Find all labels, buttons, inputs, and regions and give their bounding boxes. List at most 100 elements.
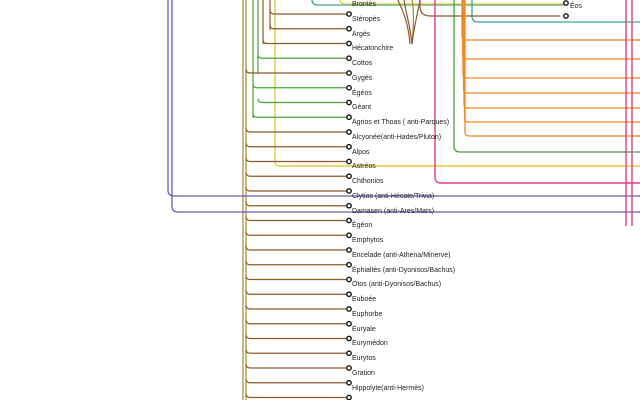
person-node — [346, 25, 352, 32]
name-label: Chthonios — [352, 178, 384, 185]
name-label: Stéropès — [352, 15, 381, 23]
connector-line — [245, 172, 349, 177]
connector-line — [245, 157, 349, 163]
connector-line — [245, 304, 349, 310]
person-node — [346, 114, 352, 121]
person-node — [346, 365, 352, 371]
connector-line — [252, 113, 349, 118]
person-node — [346, 261, 352, 268]
eos-label: Éos — [570, 3, 583, 10]
branch-line-yellow — [339, 0, 566, 5]
branch-line-orange — [464, 0, 640, 137]
branch-line-orange — [462, 0, 640, 79]
branch-line-teal — [311, 0, 566, 6]
branch-line-purple — [171, 0, 640, 213]
name-label: Astréos — [352, 163, 376, 171]
branch-line-yellow — [274, 0, 640, 167]
connector-line — [245, 186, 349, 192]
name-label: Eurytos — [352, 355, 376, 362]
name-label: Clytios (anti-Hécate/Trivia) — [352, 192, 435, 200]
name-label: Gygès — [352, 74, 373, 82]
name-label: Agrios et Thoas ( anti-Parques) — [352, 119, 450, 126]
connector-line — [245, 393, 349, 399]
name-label: Damasen (anti-Ares/Mars) — [352, 207, 435, 215]
connector-line — [245, 290, 349, 295]
connector-line — [269, 9, 349, 15]
name-label: Euphorbe — [352, 310, 383, 318]
connector-line — [403, 0, 413, 45]
name-label: Éphialtès (anti-Dyonisos/Bachus) — [352, 266, 456, 274]
person-node — [346, 394, 352, 400]
connector-line — [245, 275, 349, 281]
connector-line — [257, 98, 349, 104]
name-label: Emphytos — [352, 237, 384, 244]
name-label: Otos (anti-Dyonisos/Bachus) — [352, 281, 442, 289]
branch-line-orange — [461, 0, 640, 41]
connector-line — [245, 334, 349, 340]
name-label: Hécatonchire — [352, 45, 394, 53]
person-node — [346, 40, 352, 47]
name-label: Égéos — [352, 89, 372, 97]
person-node — [346, 217, 352, 224]
connector-line — [245, 319, 349, 325]
connector-line — [257, 54, 349, 59]
person-node — [346, 55, 352, 62]
person-node — [346, 335, 352, 342]
name-label: Alpos — [352, 148, 370, 156]
person-node — [346, 291, 352, 298]
branch-line-magenta — [434, 0, 640, 184]
name-label: Encelade (anti-Athena/Minerve) — [352, 251, 451, 259]
connector-line — [397, 0, 411, 45]
person-node — [346, 320, 352, 327]
person-node — [346, 70, 352, 76]
name-label: Argès — [352, 30, 371, 38]
branch-line-green — [453, 0, 640, 153]
person-node — [346, 306, 352, 312]
name-label: Eurymédon — [352, 340, 388, 348]
person-node — [346, 276, 352, 283]
person-node — [346, 129, 352, 135]
name-label: Gration — [352, 369, 375, 377]
branch-line-teal — [471, 0, 640, 23]
person-node — [346, 173, 352, 180]
name-label: Hippolyte(anti-Hermès) — [352, 384, 424, 392]
name-label: Brontès — [352, 1, 377, 8]
connector-line — [245, 349, 349, 354]
person-node — [346, 143, 352, 150]
person-node — [346, 11, 352, 17]
person-node — [346, 188, 352, 194]
connector-line — [245, 231, 349, 236]
branch-line-orange — [463, 0, 640, 123]
branch-line-orange — [461, 0, 640, 60]
connector-line — [419, 5, 560, 17]
connector-line — [245, 245, 349, 251]
name-label: Égéon — [352, 222, 373, 230]
person-node — [563, 0, 569, 6]
connector-line — [245, 216, 349, 222]
connector-line — [262, 39, 349, 45]
connector-line — [252, 83, 349, 89]
connector-line — [245, 142, 349, 148]
connector-line — [245, 363, 349, 369]
person-node — [346, 158, 352, 165]
person-node — [563, 13, 569, 19]
connector-line — [269, 24, 349, 30]
name-label: Alcyonée(anti-Hades/Pluton) — [352, 133, 442, 141]
connector-line — [245, 260, 349, 266]
connector-line — [245, 127, 349, 133]
person-node — [346, 247, 352, 253]
person-node — [346, 379, 352, 386]
person-node — [346, 232, 352, 239]
name-label: Euboée — [352, 296, 377, 303]
name-label: Géant — [352, 104, 372, 112]
person-node — [346, 84, 352, 91]
connector-line — [245, 68, 349, 74]
branch-line-purple — [167, 0, 640, 197]
connector-line — [245, 201, 349, 207]
person-node — [346, 99, 352, 106]
person-node — [346, 350, 352, 357]
name-label: Euryale — [352, 325, 376, 333]
person-node — [346, 202, 352, 209]
